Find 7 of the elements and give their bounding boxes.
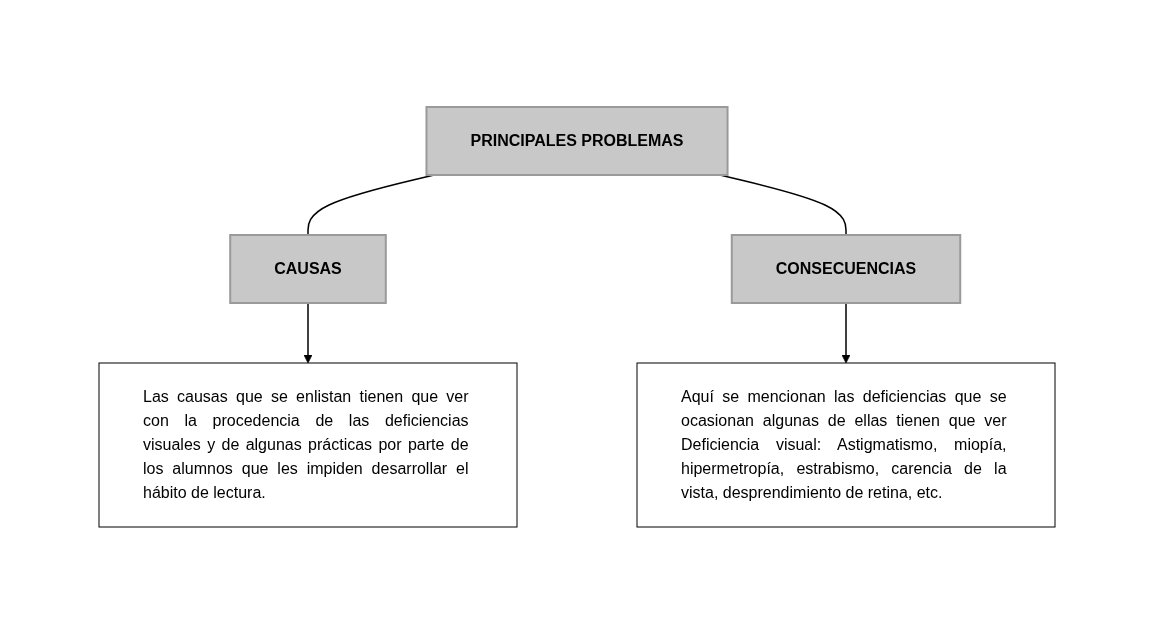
- arrow: [303, 301, 313, 363]
- node-box: PRINCIPALES PROBLEMAS: [425, 105, 729, 176]
- node-box: CAUSAS: [229, 233, 387, 304]
- arrow: [841, 301, 851, 363]
- node-box: Las causas que se enlistan tienen que ver con la procedencia de las deficiencias visuales y de algunas prácticas por parte de los alumnos que les impiden desarrollar el hábito de lectura.: [98, 362, 518, 527]
- node-box: CONSECUENCIAS: [730, 233, 962, 304]
- node-box: Aquí se mencionan las deficiencias que se ocasionan algunas de ellas tienen que ver Deficiencia visual: Astigmatismo, miopía, hipermetropía, estrabismo, carencia de la vista, desprendimiento de retina, etc.: [636, 362, 1056, 527]
